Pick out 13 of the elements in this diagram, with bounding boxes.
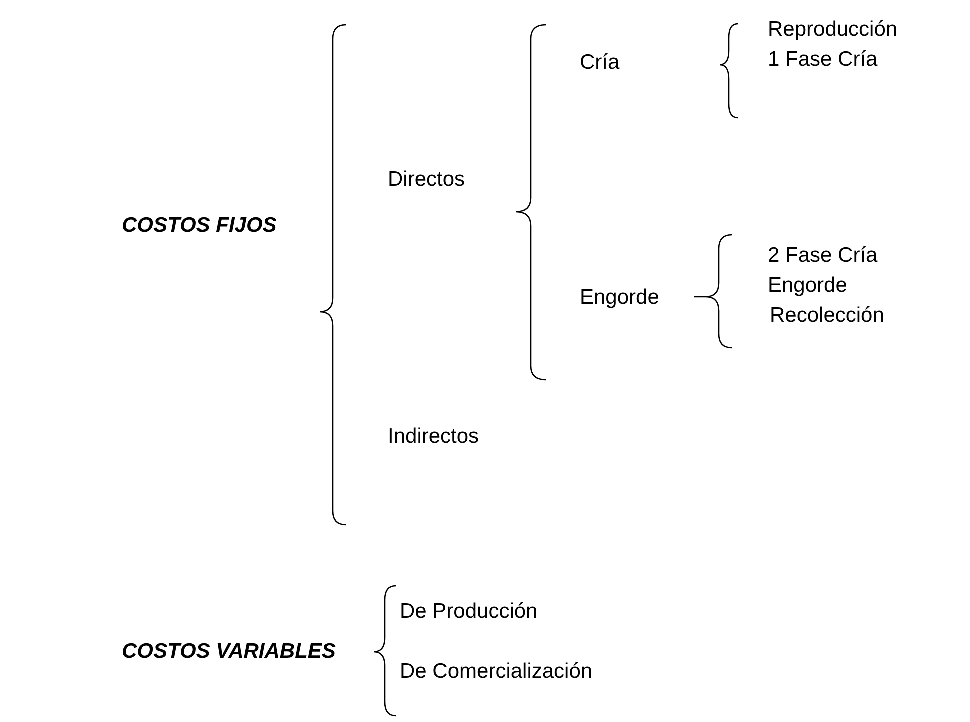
category-label: 2 Fase Cría — [768, 244, 878, 268]
category-label: Engorde — [768, 274, 848, 298]
category-label: Directos — [388, 168, 466, 192]
category-label: 1 Fase Cría — [768, 48, 878, 72]
category-label: Cría — [580, 51, 620, 75]
heading: COSTOS VARIABLES — [122, 640, 336, 664]
category-label: Indirectos — [388, 425, 480, 449]
category-label: Recolección — [770, 304, 884, 328]
category-label: De Comercialización — [400, 660, 593, 684]
category-label: Reproducción — [768, 18, 898, 42]
category-label: De Producción — [400, 600, 538, 624]
heading: COSTOS FIJOS — [122, 214, 277, 238]
category-label: Engorde — [580, 286, 660, 310]
